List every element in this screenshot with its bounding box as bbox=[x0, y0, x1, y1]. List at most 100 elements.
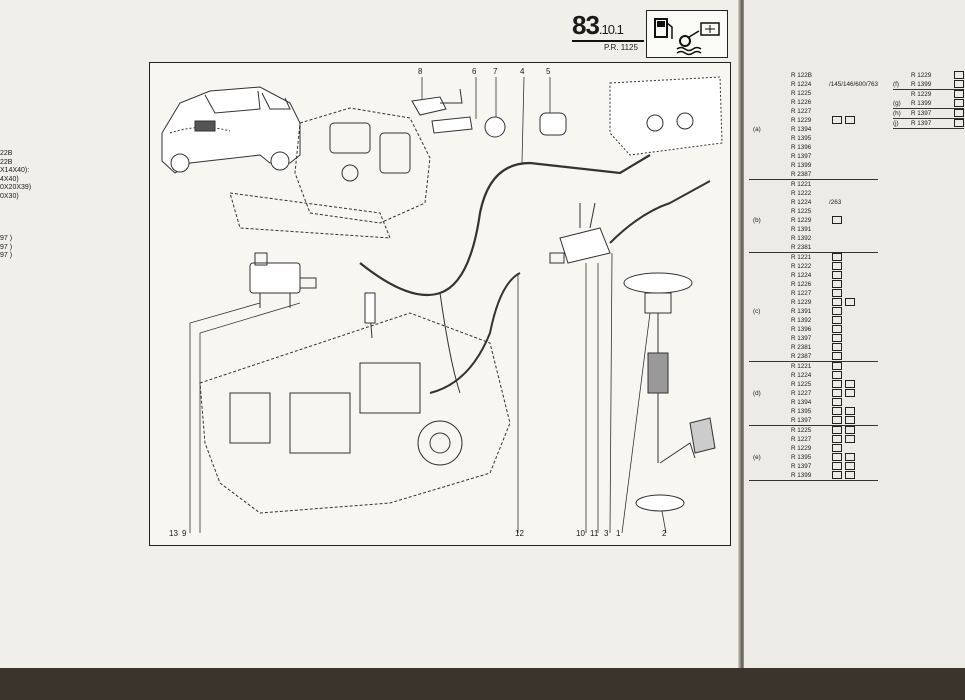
model-code: R 1227 bbox=[791, 108, 812, 115]
group-label bbox=[893, 90, 911, 100]
model-code: R 1397 bbox=[911, 108, 951, 119]
code-row: R 1397 bbox=[749, 334, 878, 343]
group-label bbox=[749, 416, 771, 426]
code-row: R 1222 bbox=[749, 262, 878, 271]
fragment-line: 22B bbox=[0, 150, 13, 157]
model-code: R 1392 bbox=[791, 317, 812, 324]
group-label bbox=[749, 362, 771, 372]
connector-symbol-icon bbox=[845, 453, 855, 462]
fragment-line: X14X40): bbox=[0, 167, 30, 174]
callout-9: 9 bbox=[182, 529, 187, 538]
code-row: R 1225 bbox=[749, 380, 878, 389]
gearbox-illustration bbox=[199, 292, 511, 514]
model-code: R 1397 bbox=[771, 416, 829, 426]
callout-2: 2 bbox=[662, 529, 667, 538]
code-row: R 1397 bbox=[749, 416, 879, 426]
code-row: R 2387 bbox=[749, 170, 879, 180]
model-code: R 1226 bbox=[791, 99, 812, 106]
fragment-line bbox=[0, 210, 31, 219]
model-code: R 2387 bbox=[771, 170, 829, 180]
connector-symbol-icon bbox=[832, 343, 842, 352]
fragment-line: 0X30) bbox=[0, 192, 19, 200]
code-row: R 2381 bbox=[749, 243, 879, 253]
code-row: R 1225 bbox=[749, 426, 878, 436]
group-label: (h) bbox=[893, 108, 911, 119]
section-index: 1 bbox=[616, 22, 624, 37]
group-label bbox=[749, 207, 771, 216]
model-code: R 1227 bbox=[791, 290, 812, 297]
fragment-line: 97 ) bbox=[0, 235, 13, 242]
group-label bbox=[749, 398, 771, 407]
connector-symbol-icon bbox=[832, 216, 842, 225]
group-label bbox=[749, 334, 771, 343]
group-label bbox=[749, 71, 771, 80]
model-code: R 1224 bbox=[791, 372, 812, 379]
fuel-pump-relay bbox=[549, 202, 611, 264]
model-code: R 1225 bbox=[791, 208, 812, 215]
model-code: R 1395 bbox=[791, 454, 812, 461]
code-row: R 1225 bbox=[749, 89, 878, 98]
group-label bbox=[749, 89, 771, 98]
connector-symbol-icon bbox=[845, 416, 855, 425]
connector-symbol-icon bbox=[832, 462, 842, 471]
model-code: R 1222 bbox=[791, 263, 812, 270]
code-row: R 1229 bbox=[893, 90, 964, 100]
code-row: R 1221 bbox=[749, 253, 878, 263]
group-label bbox=[749, 343, 771, 352]
model-code: R 1397 bbox=[791, 153, 812, 160]
group-label bbox=[749, 380, 771, 389]
connector-symbol-icon bbox=[832, 307, 842, 316]
connector-symbol-icon bbox=[845, 462, 855, 471]
group-label bbox=[749, 298, 771, 307]
model-code: R 1396 bbox=[791, 326, 812, 333]
model-code: R 1399 bbox=[911, 80, 951, 90]
code-row: R 1395 bbox=[749, 407, 878, 416]
connector-symbol-icon bbox=[954, 71, 964, 80]
code-row: R 1397 bbox=[749, 462, 878, 471]
callout-3: 3 bbox=[604, 529, 609, 538]
code-row: R 1224/263 bbox=[749, 198, 878, 207]
group-label bbox=[749, 352, 771, 362]
code-row: R 1224/145/146/600/763 bbox=[749, 80, 878, 89]
code-row: (a)R 1394 bbox=[749, 125, 878, 134]
fragment-line bbox=[0, 227, 31, 236]
connector-symbol-icon bbox=[832, 298, 842, 307]
fragment-line: 0X20X39) bbox=[0, 184, 32, 191]
code-row: R 1229 bbox=[749, 444, 878, 453]
group-label bbox=[749, 243, 771, 253]
model-code: R 1395 bbox=[791, 408, 812, 415]
model-code: R 1397 bbox=[911, 118, 951, 129]
code-row: (d)R 1227 bbox=[749, 389, 878, 398]
fragment-line: 97 ) bbox=[0, 243, 13, 251]
group-label bbox=[749, 134, 771, 143]
code-row: R 1225 bbox=[749, 207, 878, 216]
code-row: R 1229 bbox=[749, 298, 878, 307]
group-label bbox=[749, 170, 771, 180]
group-label bbox=[749, 253, 771, 263]
model-suffix: /145/146/600/763 bbox=[829, 81, 879, 88]
model-code: R 1394 bbox=[791, 126, 812, 133]
code-row: (h)R 1397 bbox=[893, 108, 964, 119]
connector-symbol-icon bbox=[832, 289, 842, 298]
group-label bbox=[749, 262, 771, 271]
callout-10: 10 bbox=[576, 529, 585, 538]
connector-symbol-icon bbox=[832, 253, 842, 262]
connector-symbol-icon bbox=[845, 471, 855, 480]
code-row: R 1226 bbox=[749, 280, 878, 289]
code-row: (e)R 1395 bbox=[749, 453, 878, 462]
pr-reference: P.R. 1125 bbox=[604, 43, 638, 52]
model-code: R 2381 bbox=[771, 243, 829, 253]
group-label bbox=[749, 116, 771, 125]
model-code: R 1229 bbox=[791, 117, 812, 124]
model-code: R 122B bbox=[791, 72, 813, 79]
model-code: R 2387 bbox=[771, 352, 829, 362]
callout-13: 13 bbox=[169, 529, 178, 538]
model-code: R 1396 bbox=[791, 144, 812, 151]
connector-symbol-icon bbox=[832, 426, 842, 435]
connector-symbol-icon bbox=[832, 435, 842, 444]
connector-symbol-icon bbox=[845, 116, 855, 125]
group-label bbox=[749, 316, 771, 325]
code-row: R 1396 bbox=[749, 143, 878, 152]
code-row: (b)R 1229 bbox=[749, 216, 878, 225]
